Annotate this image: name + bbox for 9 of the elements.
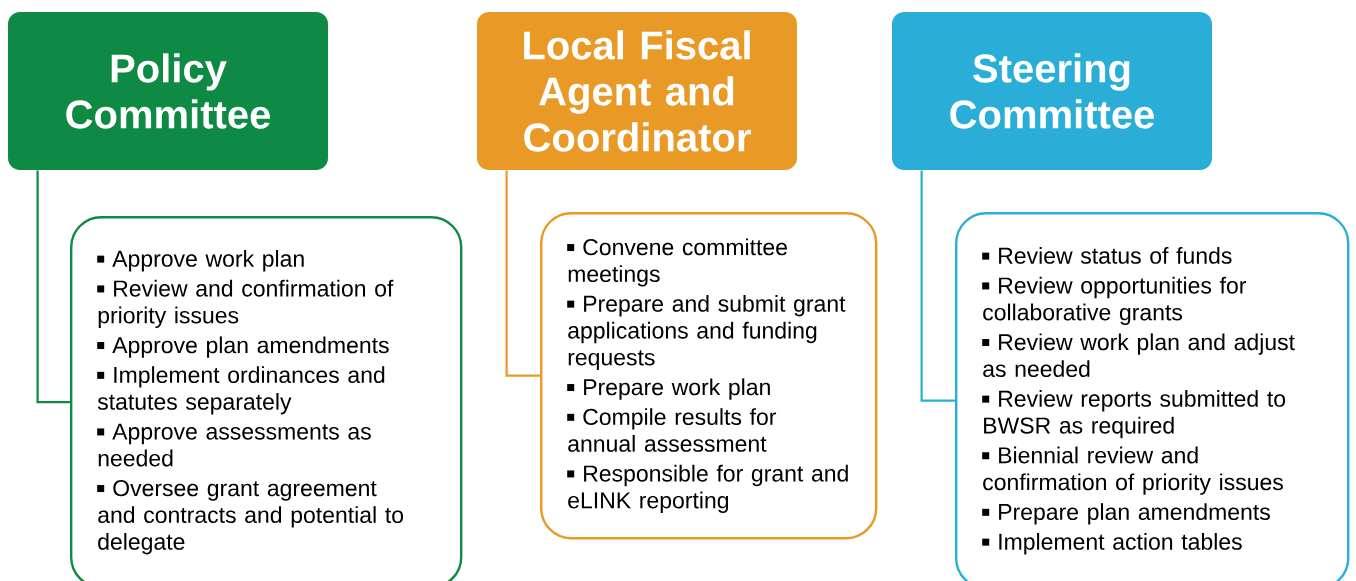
header-box: Local Fiscal Agent and Coordinator	[477, 12, 797, 170]
list-box: Convene committee meetings Prepare and submit grant applications and funding requests Prepare work plan Compile results for annual assessment Responsible for grant and eLINK reporting	[540, 212, 878, 540]
connector-line	[36, 170, 70, 404]
list-box: Approve work plan Review and confirmation of priority issues Approve plan amendments Implement ordinances and statutes separately Approve assessments as needed Oversee grant agreement and contracts and potential to delegate	[70, 216, 463, 581]
header-box: Policy Committee	[8, 12, 328, 170]
connector-line	[920, 170, 955, 402]
header-box: Steering Committee	[892, 12, 1212, 170]
list-box: Review status of funds Review opportunities for collaborative grants Review work plan and adjust as needed Review reports submitted to BWSR as required Biennial review and confirmation of priority issues Prepare plan amendments Implement action tables	[955, 212, 1350, 581]
connector-line	[505, 170, 540, 377]
